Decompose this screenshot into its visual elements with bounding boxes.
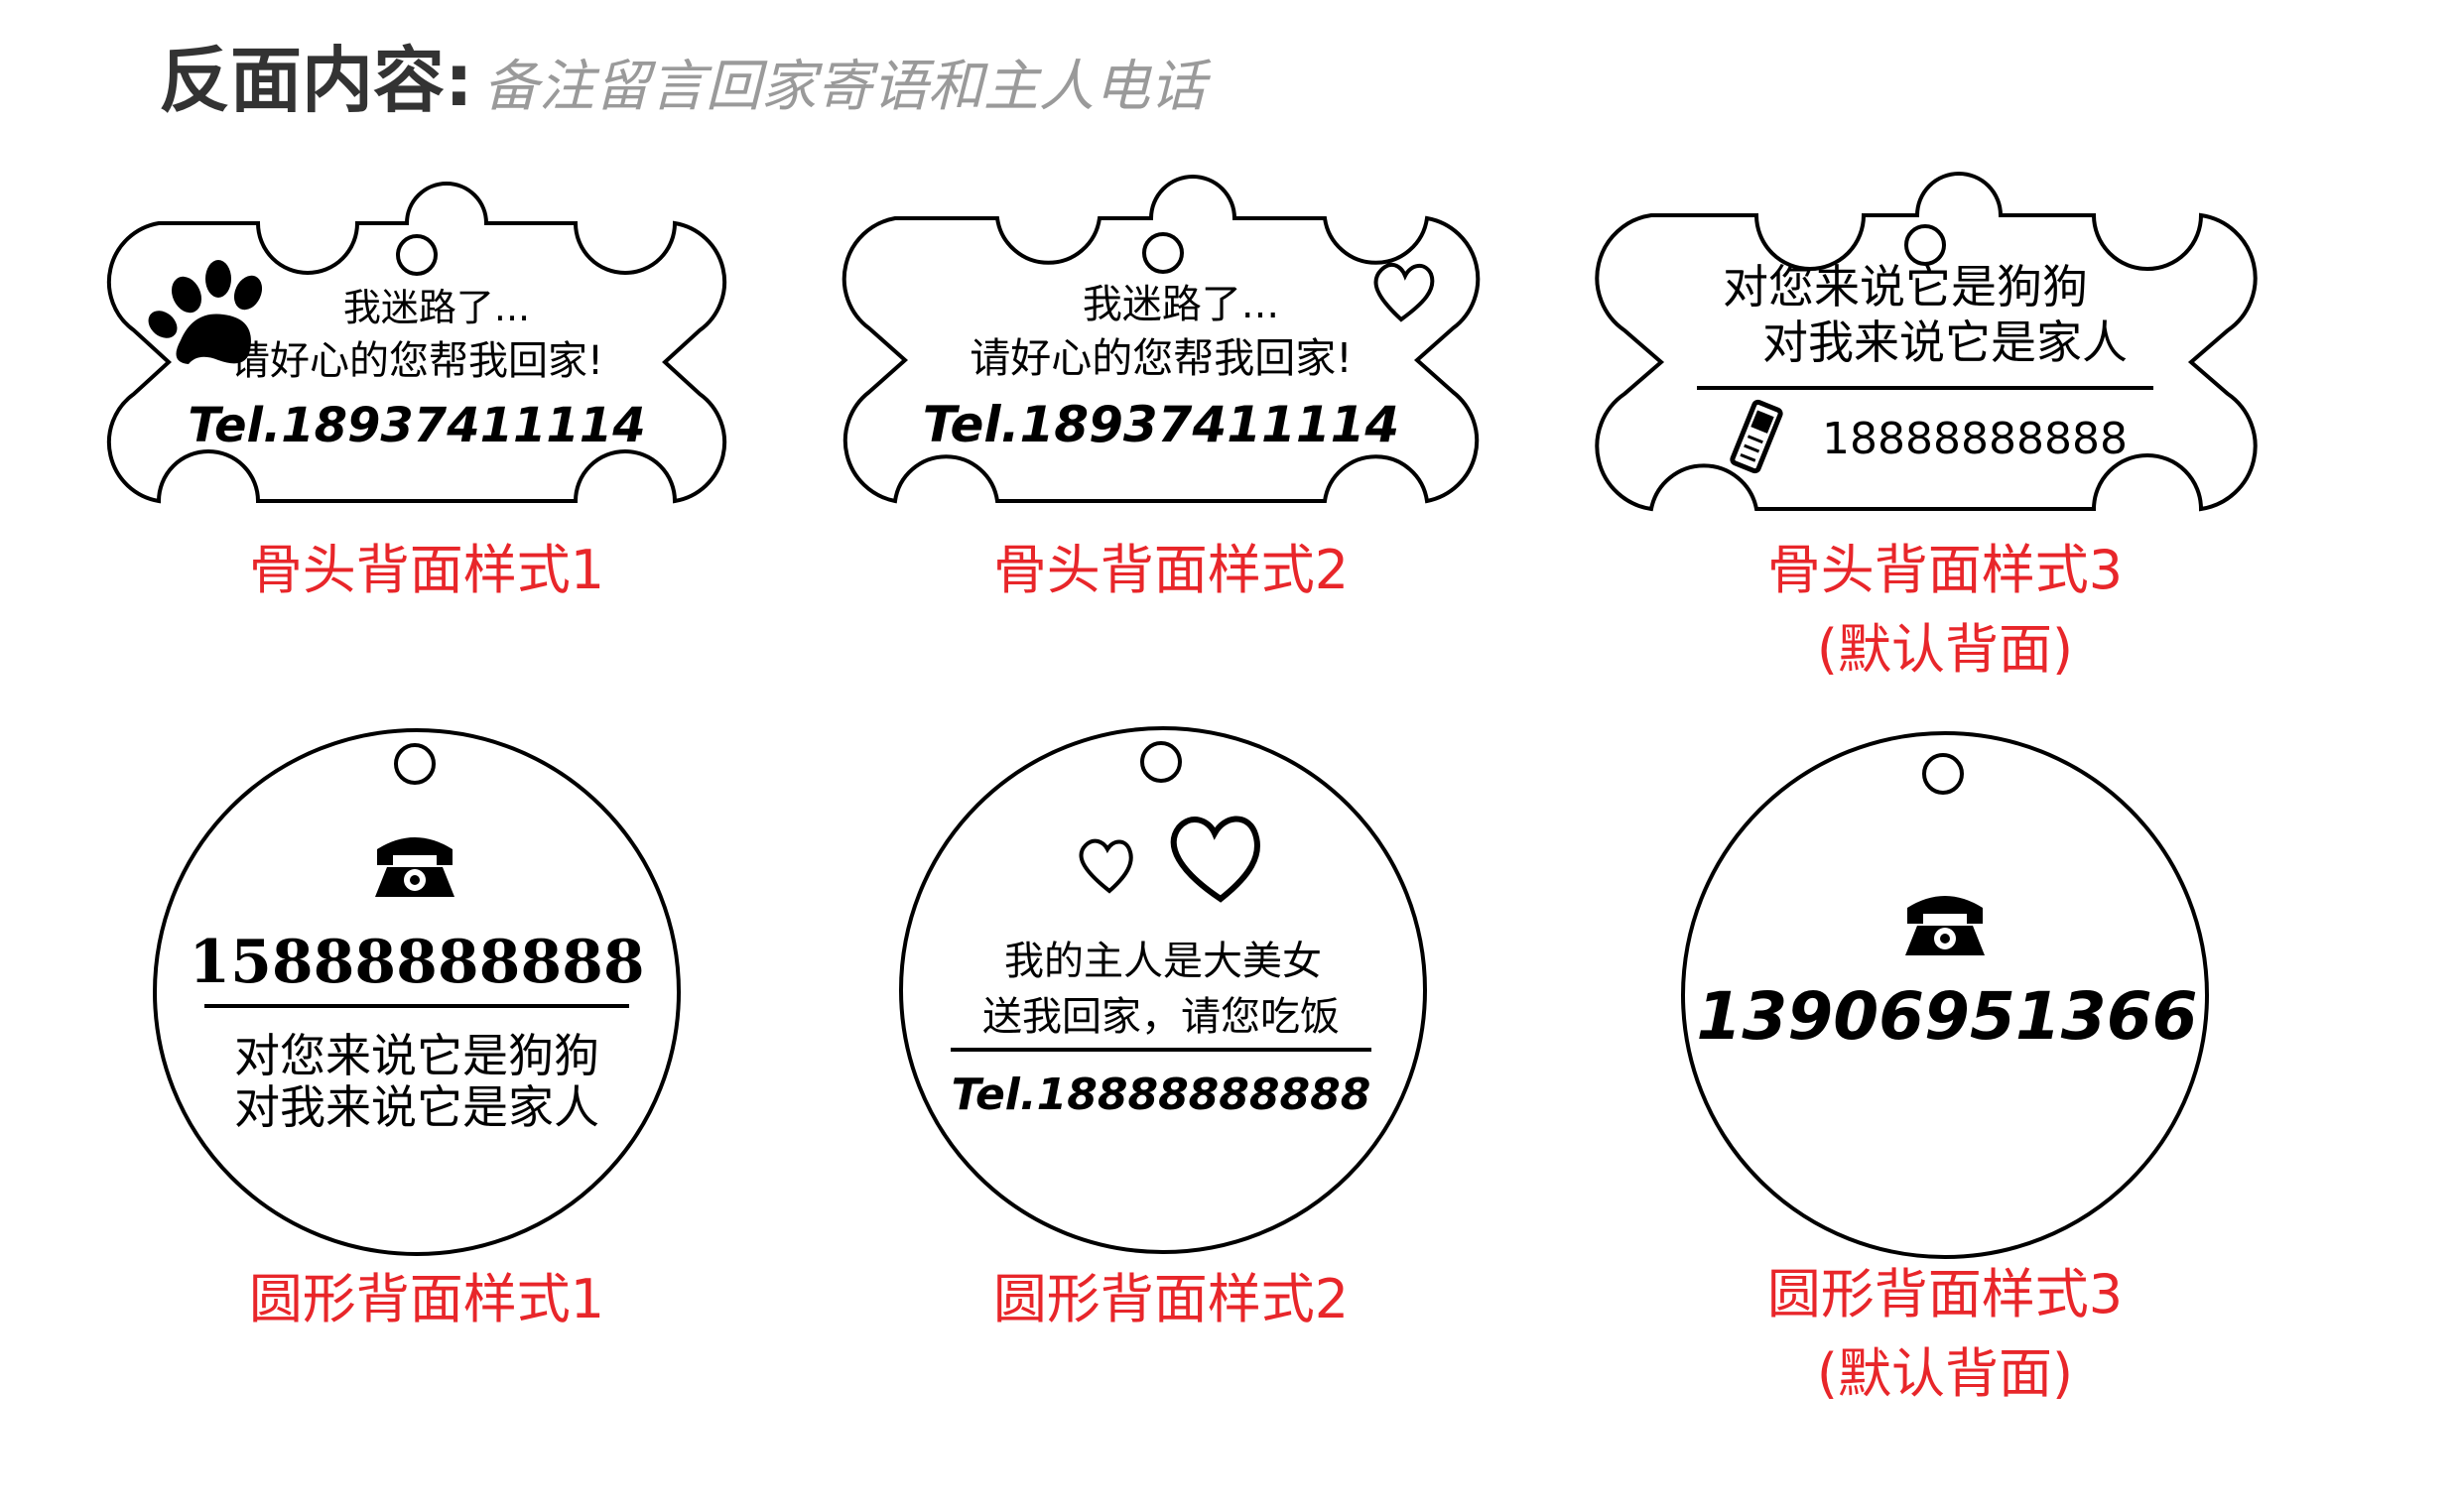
page-subtitle: 备注留言回家寄语和主人电话 <box>482 55 1206 119</box>
caption-bone-3: 骨头背面样式3 (默认背面) <box>1687 531 2203 690</box>
tag-line-1: 对您来说它是狗狗 <box>234 1029 599 1082</box>
round-tag-style-1: 15888888888 对您来说它是狗狗 对我来说它是家人 <box>153 728 681 1256</box>
round-outline <box>153 728 681 1256</box>
caption-bone-2: 骨头背面样式2 <box>913 531 1429 610</box>
tag-line-2: 对我来说它是家人 <box>1762 315 2128 369</box>
tag-line-2: 请好心的您帮我回家! <box>970 334 1352 382</box>
cellphone-icon <box>1730 399 1783 474</box>
caption-round-3: 圆形背面样式3 (默认背面) <box>1687 1255 2203 1414</box>
caption-round-1: 圆形背面样式1 <box>169 1260 685 1339</box>
hanging-hole <box>1142 232 1184 274</box>
round-outline <box>1681 731 2209 1259</box>
caption-text: 圆形背面样式3 <box>1766 1263 2124 1325</box>
title-colon: : <box>445 39 473 122</box>
hearts-icon <box>1079 816 1260 903</box>
caption-note: (默认背面) <box>1816 1342 2074 1405</box>
tag-line-1: 对您来说它是狗狗 <box>1723 260 2088 314</box>
tag-tel: Tel.18888888888 <box>952 1070 1371 1120</box>
hanging-hole <box>1904 224 1946 266</box>
paw-icon <box>148 260 263 364</box>
bone-outline <box>842 175 1481 504</box>
caption-text: 骨头背面样式3 <box>1766 539 2124 601</box>
tag-tel: Tel.18937411114 <box>923 396 1399 453</box>
tag-line-1: 我的主人是大美女 <box>1004 939 1322 984</box>
caption-round-2: 圆形背面样式2 <box>913 1260 1429 1339</box>
caption-text: 圆形背面样式2 <box>992 1268 1350 1330</box>
tag-tel: 18888888888 <box>1822 414 2128 464</box>
caption-text: 骨头背面样式2 <box>992 539 1350 601</box>
tag-tel: 13906951366 <box>1696 978 2197 1055</box>
bone-tag-style-2: 我迷路了... 请好心的您帮我回家! Tel.18937411114 <box>842 175 1481 504</box>
tag-tel: 15888888888 <box>189 928 644 997</box>
tag-line-2: 对我来说它是家人 <box>234 1080 599 1134</box>
tag-line-2: 送我回家，请您吃饭 <box>982 994 1340 1040</box>
page-title: 反面内容 <box>159 39 446 122</box>
heart-icon <box>1373 262 1435 322</box>
tag-tel: Tel.18937411114 <box>188 398 645 453</box>
telephone-icon <box>1905 896 1985 955</box>
bone-tag-style-3: 对您来说它是狗狗 对我来说它是家人 18888888888 <box>1595 172 2258 512</box>
caption-text: 圆形背面样式1 <box>248 1268 605 1330</box>
round-tag-style-3: 13906951366 <box>1681 731 2209 1259</box>
hanging-hole <box>1140 741 1182 783</box>
hanging-hole <box>396 234 438 276</box>
caption-note: (默认背面) <box>1816 618 2074 681</box>
tag-line-2: 请好心的您帮我回家! <box>230 338 603 384</box>
round-tag-style-2: 我的主人是大美女 送我回家，请您吃饭 Tel.18888888888 <box>899 726 1427 1254</box>
bone-tag-style-1: 我迷路了... 请好心的您帮我回家! Tel.18937411114 <box>106 182 727 504</box>
round-outline <box>899 726 1427 1254</box>
tag-line-1: 我迷路了... <box>1083 282 1279 327</box>
tag-line-1: 我迷路了... <box>343 286 530 329</box>
hanging-hole <box>1922 753 1964 795</box>
telephone-icon <box>375 837 454 897</box>
hanging-hole <box>394 743 436 785</box>
caption-bone-1: 骨头背面样式1 <box>169 531 685 610</box>
caption-text: 骨头背面样式1 <box>248 539 605 601</box>
page-header: 反面内容:备注留言回家寄语和主人电话 <box>159 22 1206 126</box>
bone-outline <box>106 182 727 504</box>
